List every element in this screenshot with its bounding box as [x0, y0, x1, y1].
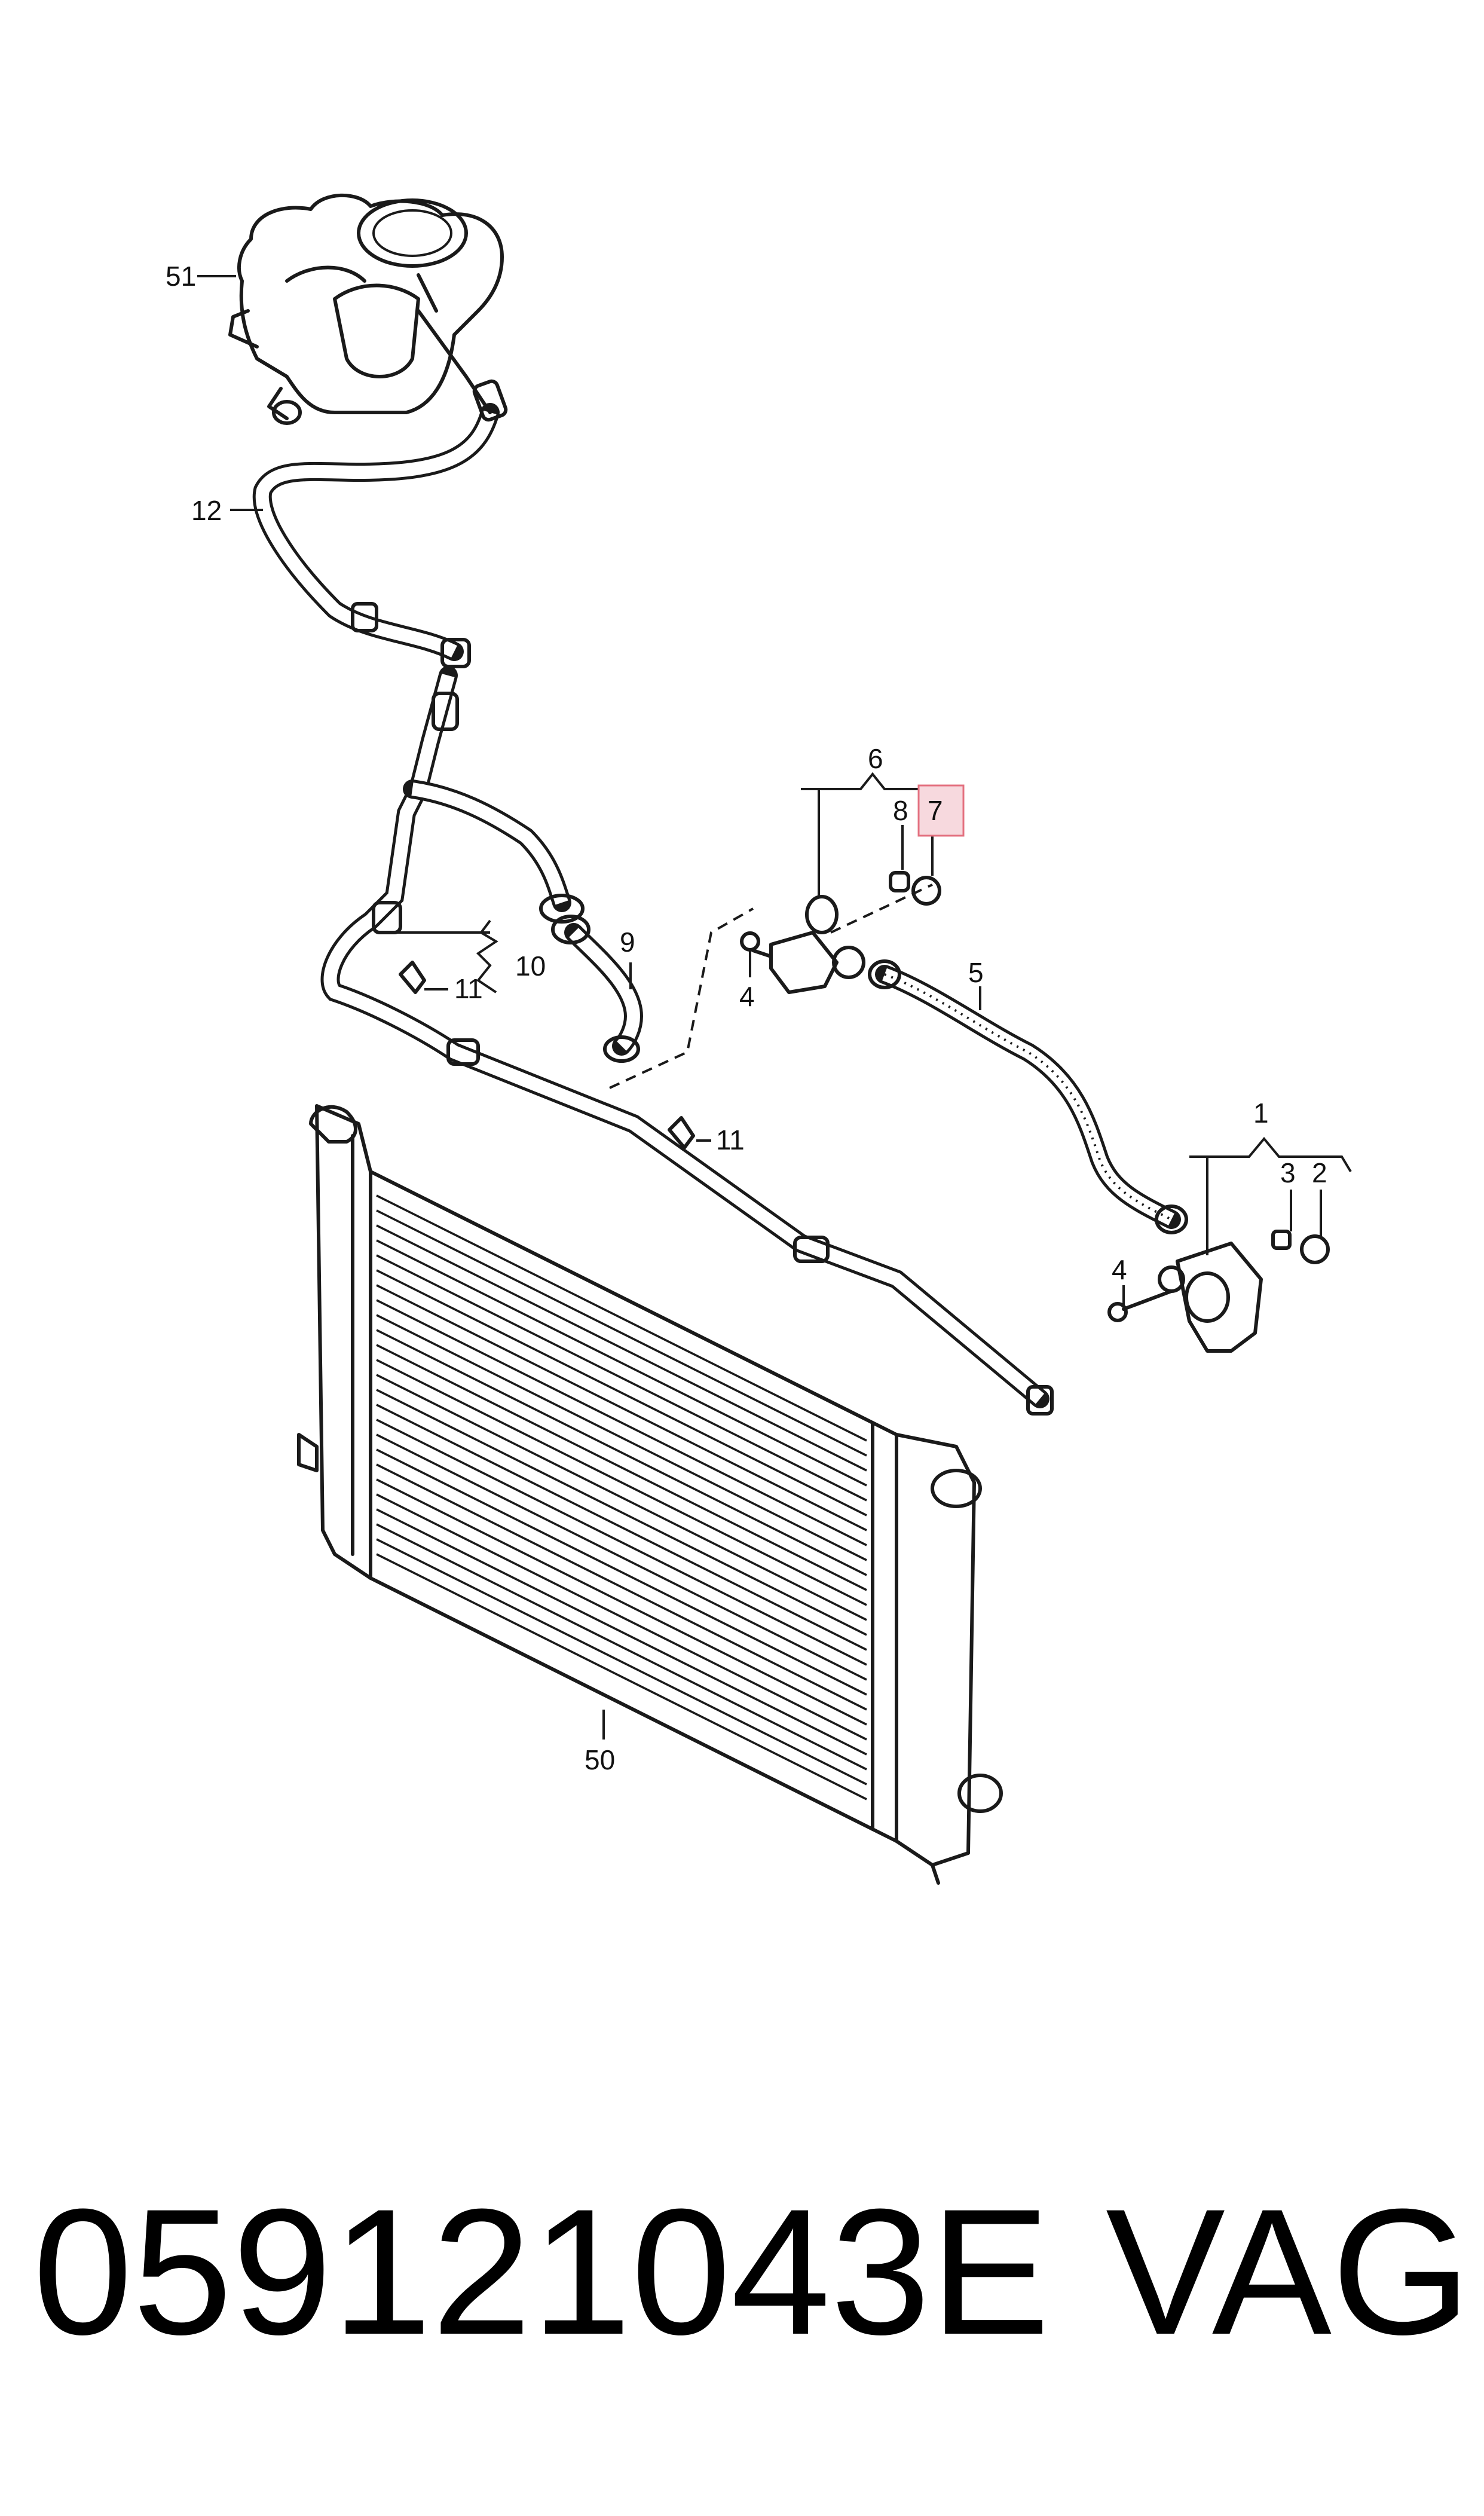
- expansion-tank: [228, 193, 504, 425]
- clip-11b: [668, 1116, 695, 1150]
- hose-10: [320, 666, 1054, 1416]
- label-9: 9: [620, 927, 635, 958]
- label-11-upper: 11: [454, 973, 483, 1004]
- label-8: 8: [893, 795, 908, 826]
- valve-assembly-6: [740, 871, 941, 994]
- valve-assembly-1: [1107, 1230, 1330, 1353]
- label-51: 51: [166, 261, 196, 292]
- hose-9: [551, 915, 644, 1063]
- hose-5: [868, 959, 1188, 1234]
- part-number: 059121043E: [33, 2171, 1050, 2372]
- label-4-lower: 4: [1112, 1254, 1127, 1285]
- highlight-box: [917, 784, 965, 837]
- radiator: [297, 1104, 1003, 1885]
- clip-11a: [399, 961, 426, 994]
- label-6: 6: [868, 743, 883, 774]
- label-50: 50: [585, 1744, 615, 1775]
- label-7: 7: [928, 795, 943, 826]
- hose-12: [252, 309, 508, 668]
- label-3: 3: [1280, 1157, 1296, 1188]
- label-4-upper: 4: [739, 981, 755, 1012]
- leader-lines: [197, 275, 1352, 1740]
- label-5: 5: [968, 957, 984, 988]
- radiator-core: [376, 1194, 867, 1800]
- part-labels: 51 12 6 8 7 9 10 11 11 4 5 1 3 2 4 50: [166, 261, 1327, 1775]
- label-10: 10: [515, 950, 546, 982]
- brand-name: VAG: [1106, 2171, 1471, 2372]
- label-2: 2: [1312, 1157, 1327, 1188]
- label-11-lower: 11: [716, 1124, 745, 1155]
- dashed-assembly-lines: [609, 883, 933, 1089]
- label-12: 12: [191, 495, 222, 526]
- label-1: 1: [1253, 1097, 1269, 1129]
